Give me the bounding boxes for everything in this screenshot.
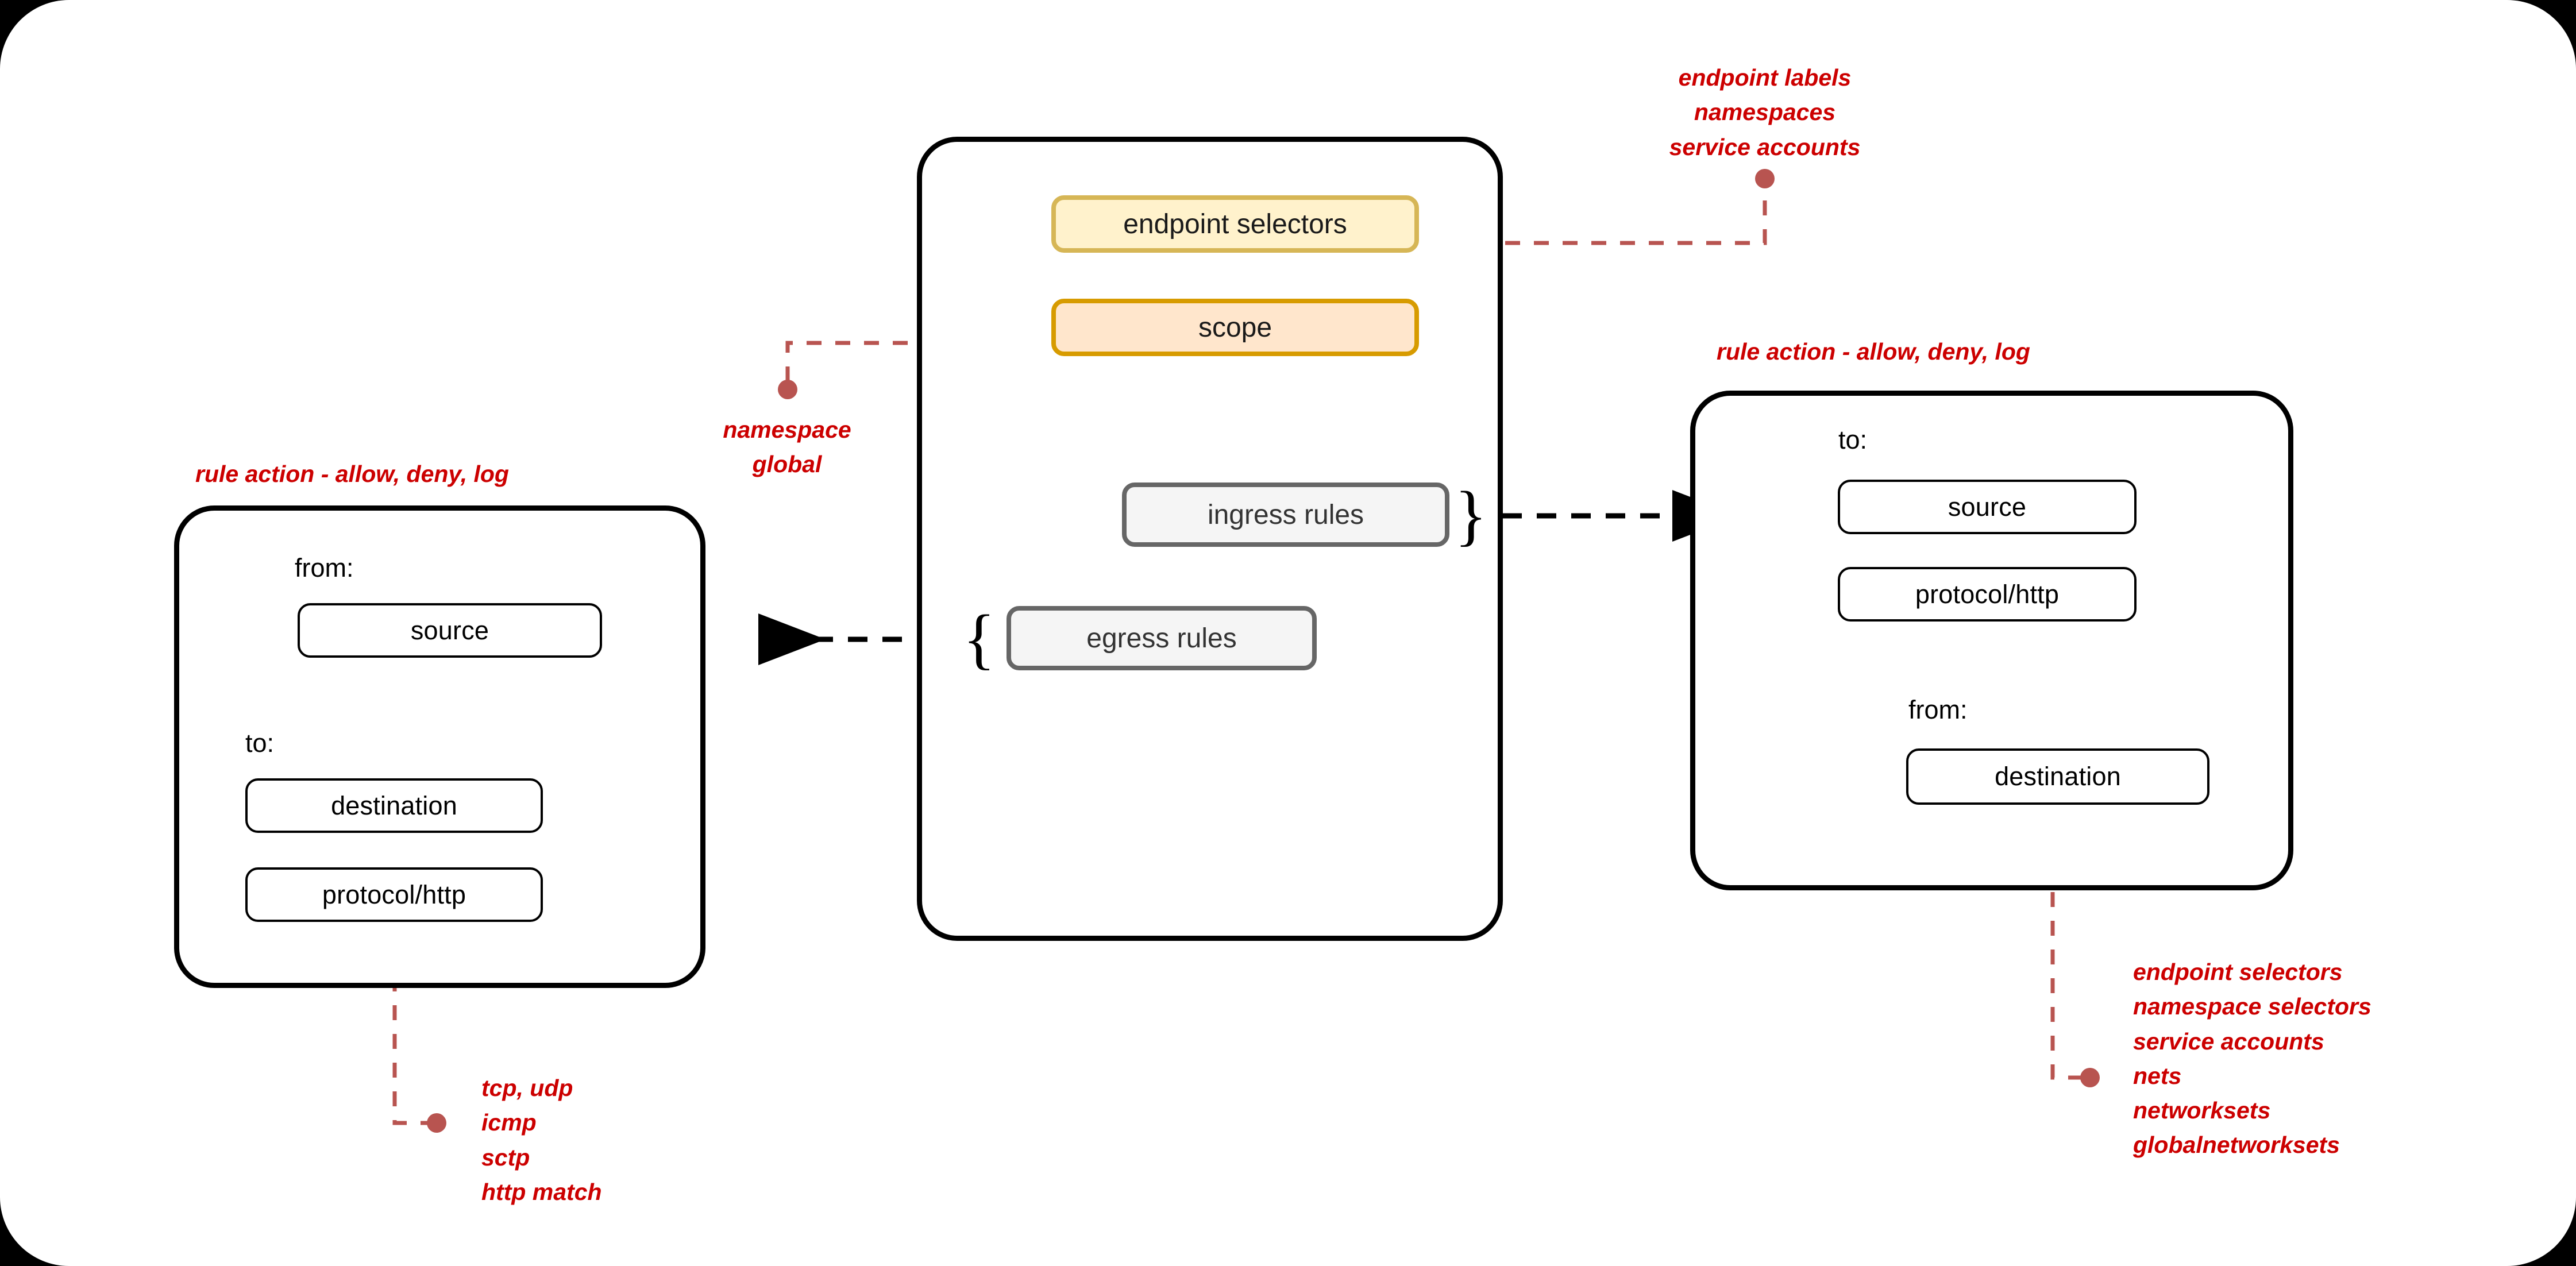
ingress-to-label: to: [1838,425,1868,454]
annotation-line: service accounts [1669,133,1861,160]
ingress-rule-box[interactable] [1690,391,2293,890]
annotation-line: http match [481,1178,602,1205]
egress-destination-field[interactable]: destination [245,778,543,833]
ingress-destination-field[interactable]: destination [1906,748,2209,805]
annotation-egress-rule-action: rule action - allow, deny, log [195,457,509,491]
annotation-line: endpoint labels [1678,64,1852,91]
annotation-line: namespace [723,416,851,443]
annotation-line: tcp, udp [481,1075,573,1101]
annotation-scope: namespace global [664,412,911,482]
annotation-line: rule action - allow, deny, log [1717,338,2030,365]
annotation-line: networksets [2133,1097,2271,1124]
ingress-source-field[interactable]: source [1838,480,2137,534]
scope-box[interactable]: scope [1051,299,1419,356]
annotation-line: global [752,451,822,478]
annotation-line: namespaces [1694,99,1836,126]
annotation-line: rule action - allow, deny, log [195,461,509,487]
egress-protocol-field[interactable]: protocol/http [245,867,543,922]
egress-source-field[interactable]: source [298,603,602,658]
ingress-rules-box[interactable]: ingress rules [1122,483,1449,547]
egress-rules-box[interactable]: egress rules [1007,606,1317,670]
annotation-ingress-rule-action: rule action - allow, deny, log [1717,334,2030,369]
annotation-line: sctp [481,1144,530,1171]
annotation-destination: endpoint selectors namespace selectors s… [2133,955,2371,1163]
annotation-protocol: tcp, udp icmp sctp http match [481,1071,602,1209]
annotation-endpoint-selectors: endpoint labels namespaces service accou… [1587,60,1943,164]
annotation-line: nets [2133,1062,2182,1089]
egress-to-label: to: [245,728,275,758]
annotation-line: service accounts [2133,1028,2324,1055]
annotation-line: icmp [481,1109,537,1136]
annotation-line: namespace selectors [2133,993,2371,1020]
ingress-brace: } [1455,477,1487,553]
egress-from-label: from: [295,553,354,582]
endpoint-selectors-box[interactable]: endpoint selectors [1051,195,1419,253]
annotation-line: globalnetworksets [2133,1132,2340,1159]
ingress-protocol-field[interactable]: protocol/http [1838,567,2137,622]
annotation-line: endpoint selectors [2133,959,2343,985]
egress-brace: { [963,601,996,676]
ingress-from-label: from: [1908,695,1968,724]
